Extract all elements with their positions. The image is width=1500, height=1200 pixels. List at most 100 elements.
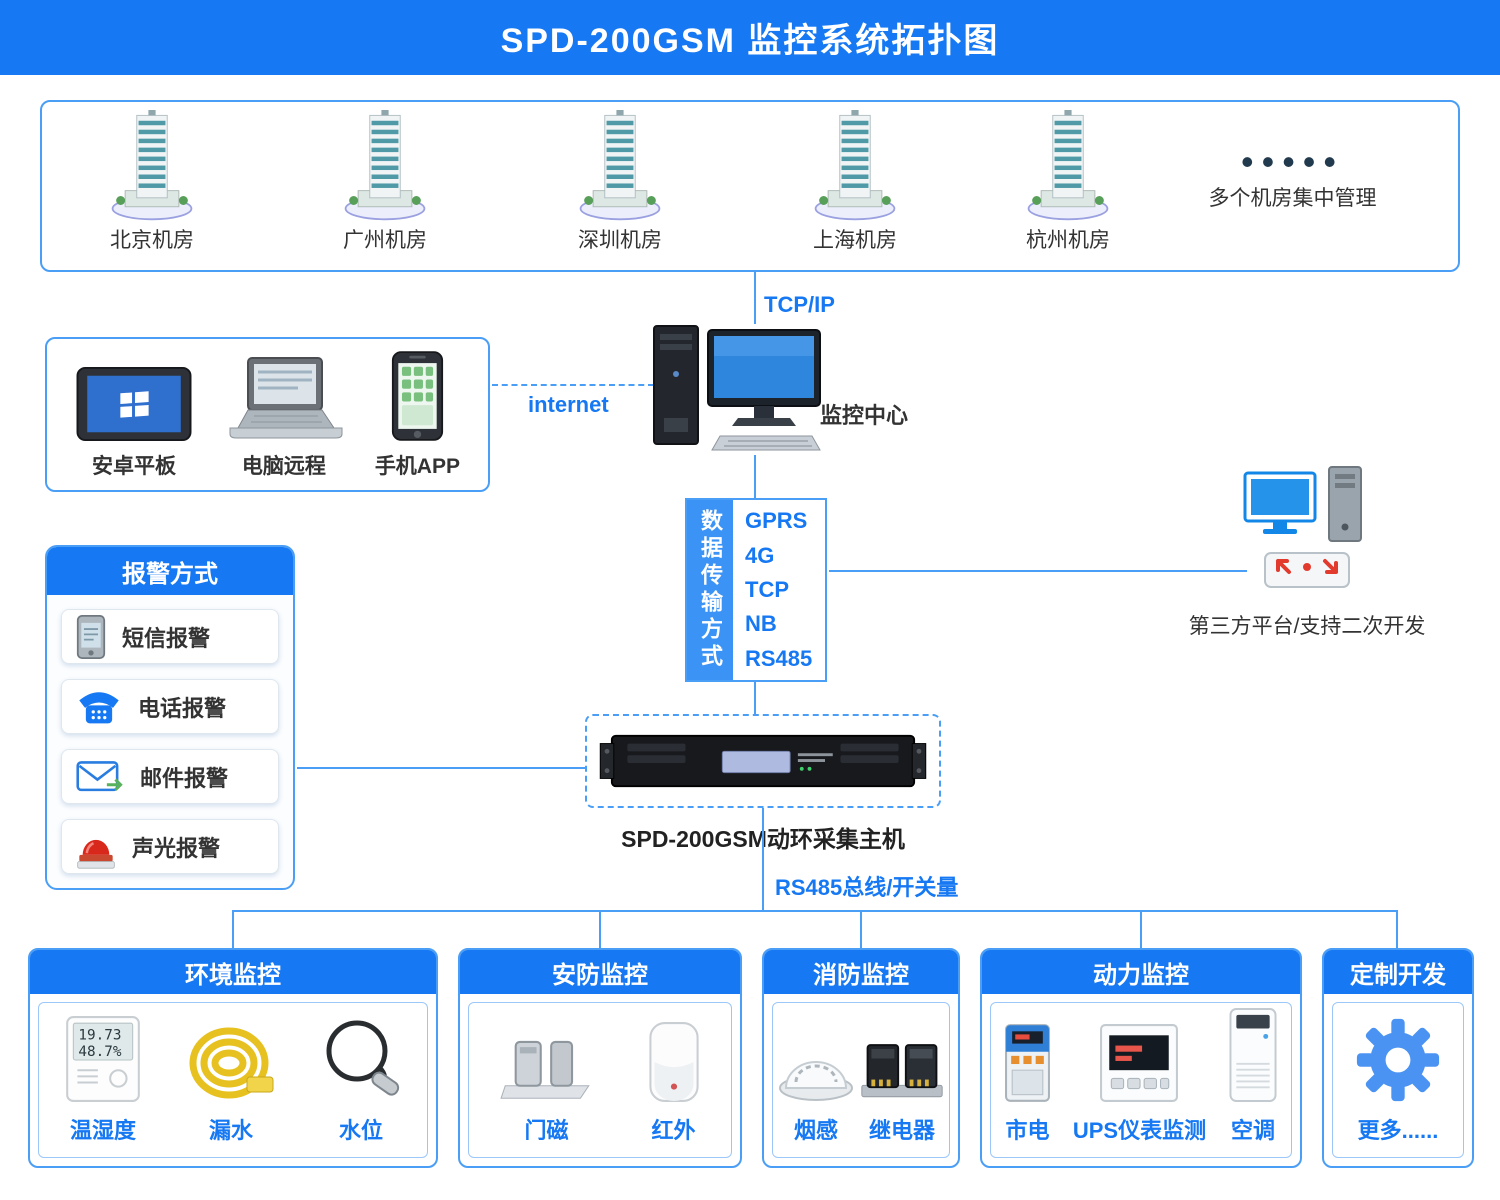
connector-transmission-to-host: [754, 682, 756, 714]
sensor-item: 漏水: [185, 1005, 277, 1145]
alarm-panel-title: 报警方式: [47, 547, 293, 595]
alarm-item-label: 邮件报警: [140, 765, 229, 791]
room-label: 杭州机房: [1026, 229, 1110, 252]
sensor-item: 门磁: [499, 1005, 595, 1145]
sensor-label: 温湿度: [69, 1118, 136, 1143]
panel-title: 定制开发: [1324, 950, 1472, 994]
laptop-icon: [224, 356, 344, 442]
sensor-label: 继电器: [868, 1118, 935, 1143]
sensor-item: 水位: [321, 1005, 401, 1145]
room-item: 深圳机房: [545, 110, 695, 254]
panel-title: 安防监控: [460, 950, 740, 994]
building-icon: [807, 110, 903, 222]
panel-title: 环境监控: [30, 950, 436, 994]
transmission-modes: GPRS 4G TCP NB RS485: [733, 500, 825, 680]
client-label: 手机APP: [374, 455, 460, 478]
building-icon: [572, 110, 668, 222]
internet-label: internet: [528, 392, 609, 417]
panel-security: 安防监控 门磁 红外: [458, 948, 742, 1168]
alarm-light-icon: [76, 823, 116, 870]
room-item: 北京机房: [77, 110, 227, 254]
telephone-icon: [76, 687, 122, 727]
bus-drop-fire: [860, 910, 862, 948]
room-item: 杭州机房: [993, 110, 1143, 254]
transmission-mode: NB: [745, 611, 777, 637]
connector-center-to-transmission: [754, 455, 756, 498]
bus-drop-custom: [1396, 910, 1398, 948]
transmission-mode: 4G: [745, 542, 775, 568]
room-label: 广州机房: [343, 229, 427, 252]
page-title: SPD-200GSM 监控系统拓扑图: [0, 0, 1500, 75]
rooms-more: ••••• 多个机房集中管理: [1180, 141, 1405, 212]
panel-fire: 消防监控 烟感 继电器: [762, 948, 960, 1168]
sensor-item: 更多......: [1355, 1005, 1441, 1145]
alarm-item: 声光报警: [61, 819, 279, 874]
sensor-label: 更多......: [1357, 1118, 1439, 1143]
air-conditioner-icon: [1228, 1007, 1278, 1103]
transmission-mode: RS485: [745, 645, 813, 671]
room-item: 上海机房: [780, 110, 930, 254]
alarm-item-label: 短信报警: [122, 625, 211, 651]
alarm-panel: 报警方式 短信报警 电话报警 邮件报警 声光报警: [45, 545, 295, 890]
sensor-label: 市电: [1005, 1118, 1050, 1143]
sensor-label: 漏水: [208, 1118, 253, 1143]
sensor-item: 红外: [646, 1005, 702, 1145]
tcpip-label: TCP/IP: [764, 292, 835, 317]
bus-drop-power: [1140, 910, 1142, 948]
computer-router-icon: [1243, 465, 1373, 600]
clients-box: 安卓平板 电脑远程 手机APP: [45, 337, 490, 492]
alarm-item: 短信报警: [61, 609, 279, 664]
panel-body: 19.73 48.7% 温湿度 漏水 水位: [38, 1002, 428, 1158]
bus-label: RS485总线/开关量: [775, 875, 959, 900]
panel-body: 烟感 继电器: [772, 1002, 950, 1158]
panel-power: 动力监控 市电 UPS仪表监测 空调: [980, 948, 1302, 1168]
bus-line: [232, 910, 1398, 912]
connector-internet: [492, 384, 654, 386]
workstation-icon: [650, 322, 825, 457]
mains-power-icon: [1004, 1023, 1051, 1103]
panel-body: 市电 UPS仪表监测 空调: [990, 1002, 1292, 1158]
room-item: 广州机房: [310, 110, 460, 254]
bus-drop-security: [599, 910, 601, 948]
water-level-icon: [321, 1015, 401, 1103]
panel-custom: 定制开发 更多......: [1322, 948, 1474, 1168]
sensor-item: 继电器: [858, 1005, 946, 1145]
relay-icon: [858, 1037, 946, 1103]
sensor-label: 水位: [338, 1118, 383, 1143]
alarm-item-label: 电话报警: [138, 695, 227, 721]
monitor-center-label: 监控中心: [820, 403, 909, 428]
tablet-icon: [75, 366, 193, 442]
svg-text:19.73: 19.73: [78, 1028, 121, 1044]
door-magnet-icon: [499, 1033, 595, 1103]
client-item: 电脑远程: [224, 348, 344, 480]
rooms-group-box: [40, 100, 1460, 272]
host-device-box: [585, 714, 941, 808]
sensor-item: 烟感: [776, 1005, 856, 1145]
rack-server-icon: [597, 730, 929, 792]
sensor-item: UPS仪表监测: [1073, 1005, 1206, 1145]
connector-to-thirdparty: [829, 570, 1247, 572]
smoke-detector-icon: [776, 1043, 856, 1103]
panel-title: 消防监控: [764, 950, 958, 994]
transmission-strip-label: 数据传输方式: [698, 509, 723, 671]
client-item: 手机APP: [375, 348, 460, 480]
sensor-label: UPS仪表监测: [1072, 1118, 1207, 1143]
leak-cable-icon: [185, 1025, 277, 1103]
sms-phone-icon: [76, 614, 106, 660]
room-label: 上海机房: [813, 229, 897, 252]
mail-icon: [76, 759, 124, 795]
ups-meter-icon: [1099, 1023, 1179, 1103]
third-party-label: 第三方平台/支持二次开发: [1188, 615, 1426, 638]
room-label: 深圳机房: [578, 229, 662, 252]
ellipsis-dots: •••••: [1240, 141, 1345, 182]
transmission-strip: 数据传输方式: [687, 500, 733, 680]
sensor-label: 空调: [1231, 1118, 1276, 1143]
sensor-label: 门磁: [524, 1118, 569, 1143]
gear-icon: [1355, 1017, 1441, 1103]
pir-sensor-icon: [646, 1021, 702, 1103]
room-label: 北京机房: [110, 229, 194, 252]
transmission-mode: TCP: [745, 576, 789, 602]
building-icon: [337, 110, 433, 222]
rooms-more-label: 多个机房集中管理: [1208, 187, 1377, 210]
